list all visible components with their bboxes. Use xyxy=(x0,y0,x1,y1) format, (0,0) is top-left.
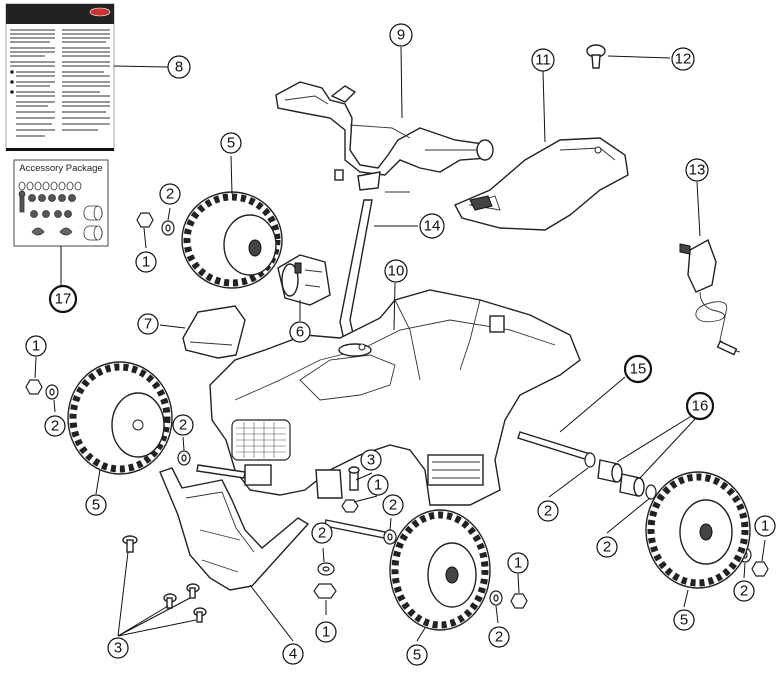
rear-axle-part xyxy=(517,431,591,461)
manual-booklet: Rusty Mini Quad 6 V xyxy=(5,3,115,151)
callout-number: 3 xyxy=(367,452,375,469)
callout-number: 2 xyxy=(179,417,187,434)
callout-3: 3 xyxy=(107,637,129,659)
accessory-package-label: Accessory Package xyxy=(19,163,102,174)
headlight-cover-part xyxy=(182,305,246,359)
callout-number: 8 xyxy=(175,59,183,76)
callout-number: 1 xyxy=(514,555,522,572)
callout-5: 5 xyxy=(673,609,695,631)
leader-lines xyxy=(34,46,766,642)
callout-2: 2 xyxy=(488,626,510,648)
callout-1: 1 xyxy=(315,621,337,643)
callout-9: 9 xyxy=(389,23,413,47)
callout-number: 1 xyxy=(374,477,382,494)
callout-11: 11 xyxy=(531,48,555,72)
screw-parts xyxy=(122,466,360,623)
callout-number: 1 xyxy=(761,518,769,535)
callout-1: 1 xyxy=(25,335,47,357)
callout-number: 2 xyxy=(166,186,174,203)
callout-2: 2 xyxy=(382,494,404,516)
callout-number: 13 xyxy=(689,162,706,179)
callout-6: 6 xyxy=(289,321,311,343)
callout-2: 2 xyxy=(311,522,333,544)
callout-number: 5 xyxy=(413,647,421,664)
callout-number: 2 xyxy=(389,497,397,514)
callout-number: 14 xyxy=(424,218,441,235)
vehicle-body-part xyxy=(209,289,581,506)
callout-2: 2 xyxy=(44,415,66,437)
manual-subtitle: Mini Quad 6 V xyxy=(60,17,83,21)
callout-number: 15 xyxy=(630,361,647,378)
callout-number: 2 xyxy=(603,539,611,556)
accessory-package: Accessory Package xyxy=(13,159,109,247)
callout-number: 2 xyxy=(740,583,748,600)
callout-13: 13 xyxy=(685,158,709,182)
callout-number: 3 xyxy=(114,640,122,657)
callout-number: 12 xyxy=(675,51,692,68)
callout-1: 1 xyxy=(367,474,389,496)
callout-number: 7 xyxy=(144,316,152,333)
front-axle-part xyxy=(196,464,386,539)
callout-2: 2 xyxy=(733,580,755,602)
washer-parts xyxy=(45,220,752,606)
callout-5: 5 xyxy=(220,132,242,154)
callout-number: 1 xyxy=(142,254,150,271)
callout-15: 15 xyxy=(623,354,653,384)
wheel-upper-left xyxy=(181,191,283,289)
callout-1: 1 xyxy=(507,552,529,574)
callout-16: 16 xyxy=(685,391,715,421)
callouts: 1 1 1 1 1 1 2 2 2 2 2 2 2 2 2 3 3 4 5 5 … xyxy=(25,23,776,666)
callout-17: 17 xyxy=(48,284,78,314)
wheel-front-bottom xyxy=(389,509,491,631)
callout-3: 3 xyxy=(360,449,382,471)
callout-8: 8 xyxy=(167,55,191,79)
seat-part xyxy=(454,137,629,231)
wheel-rear-right xyxy=(645,471,751,589)
callout-number: 16 xyxy=(692,398,709,415)
callout-number: 4 xyxy=(289,646,297,663)
callout-number: 2 xyxy=(495,629,503,646)
callout-2: 2 xyxy=(537,500,559,522)
callout-number: 5 xyxy=(92,497,100,514)
callout-2: 2 xyxy=(596,536,618,558)
callout-2: 2 xyxy=(172,414,194,436)
callout-7: 7 xyxy=(137,313,159,335)
callout-number: 2 xyxy=(544,503,552,520)
charger-part xyxy=(679,238,741,356)
callout-number: 2 xyxy=(51,418,59,435)
callout-5: 5 xyxy=(85,494,107,516)
callout-number: 17 xyxy=(55,291,72,308)
callout-2: 2 xyxy=(159,183,181,205)
callout-1: 1 xyxy=(135,251,157,273)
wheel-left xyxy=(67,361,173,475)
nut-parts xyxy=(25,212,769,609)
callout-4: 4 xyxy=(282,643,304,665)
accessory-parts-icon xyxy=(18,181,103,241)
callout-number: 6 xyxy=(296,324,304,341)
callout-10: 10 xyxy=(384,259,408,283)
handlebar-part xyxy=(275,81,494,193)
callout-number: 5 xyxy=(680,612,688,629)
motor-part xyxy=(277,254,331,306)
callout-number: 2 xyxy=(318,525,326,542)
seat-screw-part xyxy=(586,44,671,69)
manual-title: Rusty xyxy=(60,10,73,16)
callout-5: 5 xyxy=(406,644,428,666)
callout-number: 5 xyxy=(227,135,235,152)
callout-number: 1 xyxy=(322,624,330,641)
front-bumper-part xyxy=(159,467,310,591)
callout-1: 1 xyxy=(754,515,776,537)
callout-14: 14 xyxy=(419,213,445,239)
callout-number: 10 xyxy=(388,263,405,280)
callout-number: 9 xyxy=(397,27,405,44)
steering-column-part xyxy=(339,199,373,341)
callout-number: 11 xyxy=(535,52,551,69)
callout-12: 12 xyxy=(671,47,695,71)
callout-number: 1 xyxy=(32,338,40,355)
